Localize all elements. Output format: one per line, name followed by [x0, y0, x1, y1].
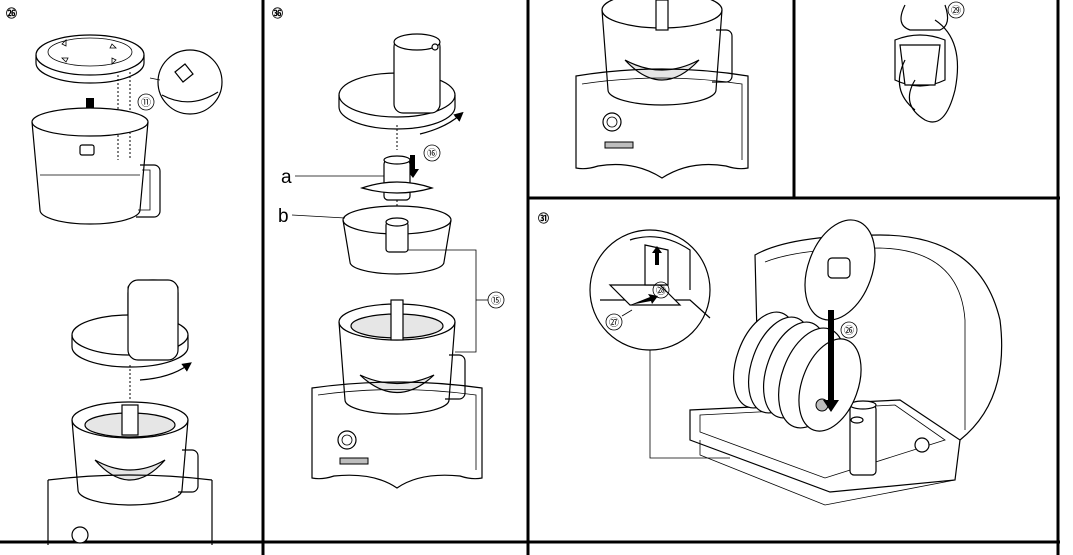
panel-3: [575, 0, 749, 179]
down-arrow-icon: [823, 310, 839, 412]
callout-circle: [605, 313, 623, 331]
rotate-arrow-icon: [419, 111, 464, 135]
feed-tube-lid-illustration: [338, 33, 456, 130]
bowl-illustration: [31, 107, 161, 225]
panel-1: ㉖ ⑪: [6, 6, 223, 545]
label-b: b: [278, 206, 289, 227]
panel-4: ㉙: [894, 1, 965, 123]
processor-base-illustration: [311, 299, 483, 489]
callout-circle: [652, 281, 670, 299]
leader-line: [649, 350, 730, 459]
inner-bowl-illustration: [342, 205, 452, 275]
panel-5: ㉛ ㉘ ㉗: [538, 211, 1003, 506]
up-arrow-icon: [652, 246, 662, 265]
callout-26: ㉖: [844, 325, 854, 337]
callout-29: ㉙: [951, 5, 961, 17]
step-number-panel-2: ㊱: [272, 6, 283, 20]
callout-circle: [137, 93, 155, 111]
callout-15: ⑮: [491, 295, 501, 307]
storage-detail-magnifier: [589, 229, 711, 351]
push-arrow-icon: [630, 294, 658, 305]
label-a: a: [281, 167, 292, 188]
cord-storage-illustration: [894, 4, 958, 123]
bracket-line: [408, 249, 477, 353]
step-number-panel-5: ㉛: [538, 211, 549, 225]
insert-disc-illustration: [804, 219, 876, 321]
leader-line: [621, 309, 633, 317]
processor-top-view-illustration: [575, 0, 749, 179]
panel-2: ㊱ ⑯ a b: [272, 6, 505, 489]
processor-with-lid-illustration: [47, 279, 213, 545]
callout-28: ㉘: [656, 285, 666, 297]
step-number-panel-1: ㉖: [6, 6, 17, 20]
callout-circle: [487, 291, 505, 309]
leader-line: [291, 214, 346, 219]
callout-16: ⑯: [427, 148, 437, 160]
callout-27: ㉗: [609, 317, 619, 329]
callout-circle: [423, 144, 441, 162]
callout-11: ⑪: [141, 97, 151, 109]
callout-circle: [840, 321, 858, 339]
disc-holder-illustration: [359, 155, 435, 201]
callout-circle: [947, 1, 965, 19]
bowl-lid-illustration: [35, 34, 145, 84]
detail-magnifier: [149, 49, 223, 115]
